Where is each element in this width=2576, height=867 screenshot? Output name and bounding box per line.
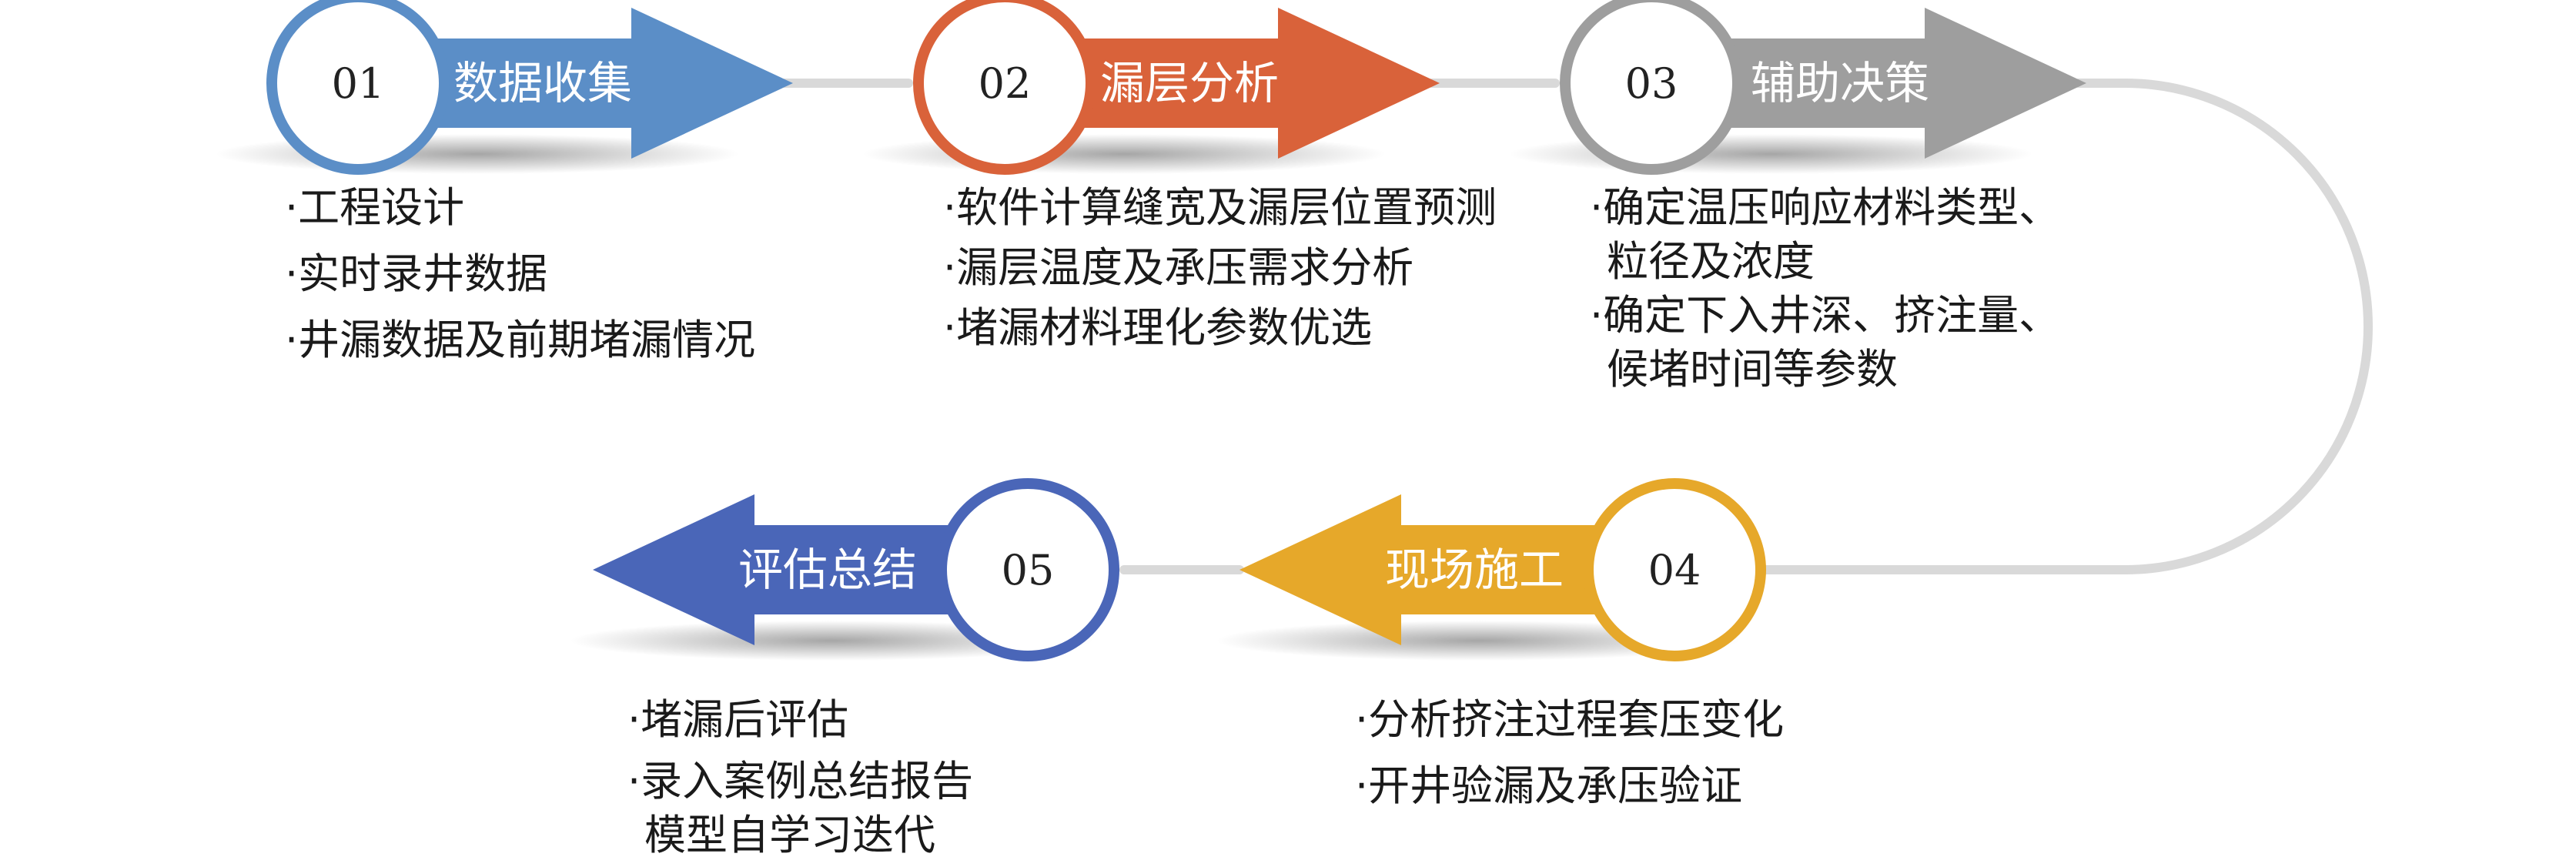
step-02: 02 漏层分析	[862, 0, 1440, 175]
step-04-number: 04	[1648, 546, 1701, 594]
step-03: 03 辅助决策	[1509, 0, 2086, 175]
step-05-bullet: ·录入案例总结报告	[627, 757, 974, 805]
step-03-title: 辅助决策	[1751, 57, 1929, 109]
step-03-bullet: ·确定温压响应材料类型、	[1590, 183, 2061, 232]
step-01-number-circle	[266, 0, 450, 175]
step-04-number-circle	[1583, 478, 1766, 661]
step-04-bullet: ·分析挤注过程套压变化	[1355, 695, 1785, 744]
step-04-bullet: ·开井验漏及承压验证	[1355, 762, 1743, 810]
step-02-number: 02	[979, 59, 1032, 108]
step-02-bullet: ·漏层温度及承压需求分析	[943, 243, 1414, 292]
step-02-bullet: ·软件计算缝宽及漏层位置预测	[943, 183, 1497, 232]
step-01-bullet: ·井漏数据及前期堵漏情况	[285, 316, 756, 364]
step-03-bullet: 粒径及浓度	[1607, 237, 1815, 286]
step-05-number-circle	[936, 478, 1119, 661]
step-01-bullet: ·实时录井数据	[285, 249, 548, 298]
step-02-bullets: ·软件计算缝宽及漏层位置预测 ·漏层温度及承压需求分析 ·堵漏材料理化参数优选	[943, 181, 1497, 355]
connector-3-4-curve	[1758, 79, 2373, 574]
step-02-number-circle	[913, 0, 1096, 175]
step-02-bullet: ·堵漏材料理化参数优选	[943, 303, 1373, 352]
step-01: 01 数据收集	[216, 0, 793, 175]
step-04: 04 现场施工	[1216, 478, 1766, 661]
step-02-title: 漏层分析	[1100, 57, 1279, 109]
step-05-title: 评估总结	[738, 544, 917, 596]
step-04-bullets: ·分析挤注过程套压变化 ·开井验漏及承压验证	[1355, 693, 1784, 813]
step-01-bullet: ·工程设计	[285, 183, 465, 232]
step-03-number: 03	[1625, 59, 1678, 108]
step-05-number: 05	[1002, 546, 1055, 594]
step-05-bullets: ·堵漏后评估 ·录入案例总结报告 模型自学习迭代	[627, 693, 973, 862]
step-01-title: 数据收集	[453, 57, 632, 109]
step-03-bullet: 候堵时间等参数	[1607, 345, 1898, 393]
step-05-bullet: ·堵漏后评估	[627, 695, 849, 744]
step-05-bullet: 模型自学习迭代	[644, 811, 935, 859]
step-03-bullet: ·确定下入井深、挤注量、	[1590, 291, 2061, 340]
step-01-bullets: ·工程设计 ·实时录井数据 ·井漏数据及前期堵漏情况	[285, 181, 755, 367]
step-01-number: 01	[332, 59, 385, 108]
step-04-title: 现场施工	[1385, 544, 1564, 596]
step-03-number-circle	[1560, 0, 1743, 175]
step-05: 05 评估总结	[570, 478, 1119, 661]
step-03-bullets: ·确定温压响应材料类型、 粒径及浓度 ·确定下入井深、挤注量、 候堵时间等参数	[1590, 181, 2060, 397]
connector-lines	[773, 79, 2373, 574]
